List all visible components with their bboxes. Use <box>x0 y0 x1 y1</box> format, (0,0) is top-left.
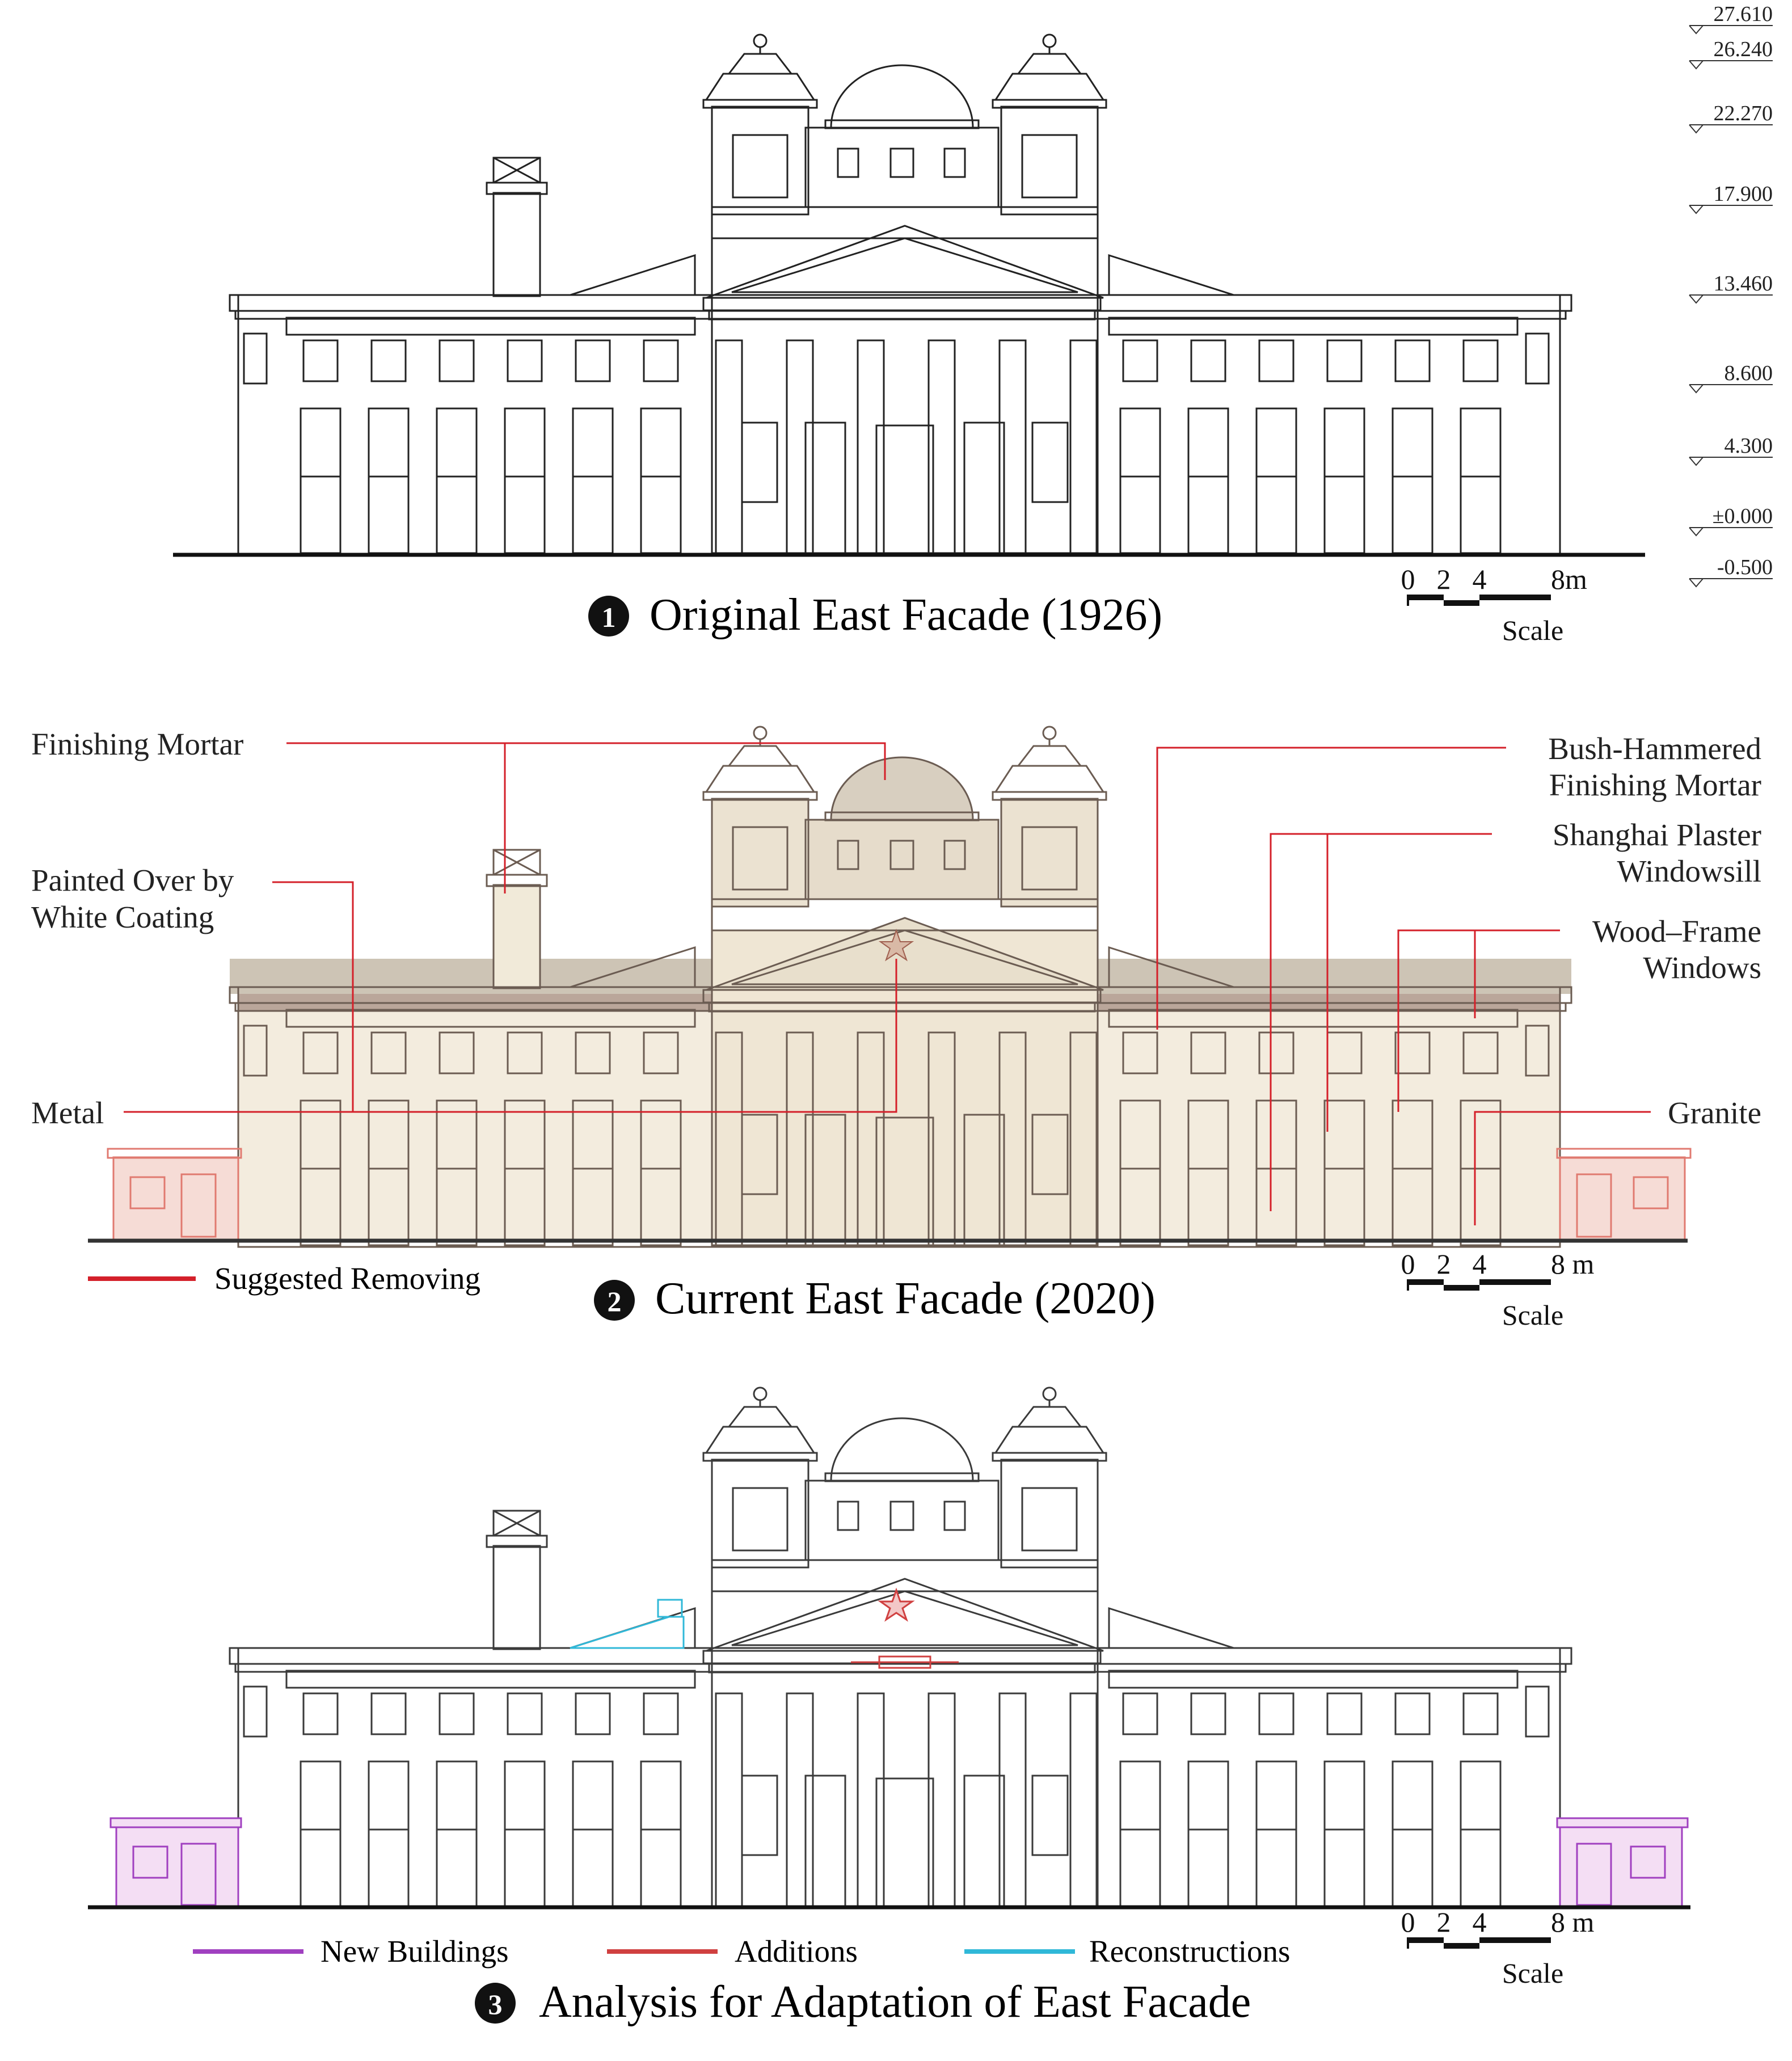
legend-label-reconstructions: Reconstructions <box>1089 1934 1290 1969</box>
elevation-label: 8.600 <box>1724 361 1773 385</box>
label-shanghai-plaster-line2: Windowsill <box>1617 854 1761 888</box>
panel-number: 2 <box>608 1286 622 1317</box>
label-wood-frame-line2: Windows <box>1643 950 1761 985</box>
scale-label: Scale <box>1502 1957 1563 1989</box>
scale-label: Scale <box>1502 614 1563 646</box>
elevation-label: -0.500 <box>1717 555 1773 579</box>
elevation-marker: 22.270 <box>1689 102 1773 134</box>
elevation-marker: 8.600 <box>1689 361 1773 394</box>
elevation-marker: 17.900 <box>1689 182 1773 214</box>
elevation-marker: 13.460 <box>1689 272 1773 304</box>
label-painted-over-line1: Painted Over by <box>31 863 234 897</box>
annotations-left: Finishing Mortar Painted Over by White C… <box>31 727 243 1130</box>
additions-markup <box>851 1587 959 1669</box>
annotations-right: Bush-Hammered Finishing Mortar Shanghai … <box>1548 731 1761 1130</box>
panel-adaptation-analysis: New Buildings Additions Reconstructions … <box>88 1388 1690 2027</box>
scale-tick-label: 2 <box>1437 1248 1451 1280</box>
elevation-label: 4.300 <box>1724 434 1773 458</box>
panel-title-text: Original East Facade (1926) <box>650 590 1162 640</box>
scale-tick-label: 8 m <box>1551 1248 1595 1280</box>
elevation-label: ±0.000 <box>1713 504 1773 528</box>
label-wood-frame-line1: Wood–Frame <box>1592 914 1761 949</box>
scale-tick-label: 2 <box>1437 1906 1451 1938</box>
legend-label: Suggested Removing <box>214 1261 480 1296</box>
panel-current-facade: Finishing Mortar Painted Over by White C… <box>31 727 1761 1331</box>
scale-tick-label: 0 <box>1401 1248 1415 1280</box>
legend-suggested-removing: Suggested Removing <box>88 1261 480 1296</box>
scale-tick-label: 4 <box>1473 1906 1487 1938</box>
label-shanghai-plaster-line1: Shanghai Plaster <box>1553 817 1761 852</box>
side-annex-removal <box>107 1148 1692 1241</box>
scale-tick-label: 8m <box>1551 563 1587 595</box>
elevation-markers: 27.610 26.240 22.270 17.900 13.460 8.600 4.300… <box>1689 2 1773 588</box>
elevation-label: 17.900 <box>1714 182 1773 206</box>
facade-fill-2020 <box>113 757 1685 1240</box>
panel-title-text: Current East Facade (2020) <box>655 1274 1156 1324</box>
legend-adaptation: New Buildings Additions Reconstructions <box>193 1934 1290 1969</box>
label-finishing-mortar: Finishing Mortar <box>31 727 243 761</box>
panel-title: 3 Analysis for Adaptation of East Facade <box>475 1977 1251 2027</box>
panel-number-badge <box>588 596 629 637</box>
elevation-label: 27.610 <box>1714 2 1773 26</box>
scale-tick-label: 4 <box>1473 1248 1487 1280</box>
elevation-marker: 4.300 <box>1689 434 1773 466</box>
elevation-marker: ±0.000 <box>1689 504 1773 537</box>
panel-number: 1 <box>602 601 616 633</box>
scale-label: Scale <box>1502 1299 1563 1331</box>
elevation-marker: 27.610 <box>1689 2 1773 35</box>
scale-tick-label: 0 <box>1401 563 1415 595</box>
panel-number: 3 <box>488 1988 503 2020</box>
facade-drawing-adaptation <box>230 1388 1571 1908</box>
elevation-label: 13.460 <box>1714 272 1773 296</box>
scale-tick-label: 4 <box>1473 563 1487 595</box>
panel-title: 2 Current East Facade (2020) <box>594 1274 1156 1324</box>
scale-tick-label: 8 m <box>1551 1906 1595 1938</box>
panel-number-badge <box>594 1280 635 1321</box>
panel-original-facade: 27.610 26.240 22.270 17.900 13.460 8.600 4.300… <box>173 2 1773 646</box>
elevation-label: 26.240 <box>1714 37 1773 61</box>
label-granite: Granite <box>1668 1095 1761 1130</box>
scale-tick-label: 2 <box>1437 563 1451 595</box>
label-painted-over-line2: White Coating <box>31 900 214 934</box>
elevation-marker: 26.240 <box>1689 37 1773 70</box>
leader-lines <box>124 742 1651 1225</box>
legend-label-new-buildings: New Buildings <box>321 1934 509 1969</box>
star-emblem <box>878 928 914 962</box>
new-buildings-markup <box>109 1817 1689 1907</box>
reconstruction-markup <box>570 1599 685 1649</box>
facade-drawing-1926 <box>230 35 1571 555</box>
legend-label-additions: Additions <box>735 1934 858 1969</box>
label-metal: Metal <box>31 1095 104 1130</box>
panel-title: 1 Original East Facade (1926) <box>588 590 1162 640</box>
panel-title-text: Analysis for Adaptation of East Facade <box>539 1977 1251 2027</box>
label-bush-hammered-line2: Finishing Mortar <box>1549 768 1761 802</box>
label-bush-hammered-line1: Bush-Hammered <box>1548 731 1761 766</box>
panel-number-badge <box>475 1983 516 2024</box>
scale-tick-label: 0 <box>1401 1906 1415 1938</box>
elevation-marker: -0.500 <box>1689 555 1773 588</box>
elevation-label: 22.270 <box>1714 102 1773 125</box>
